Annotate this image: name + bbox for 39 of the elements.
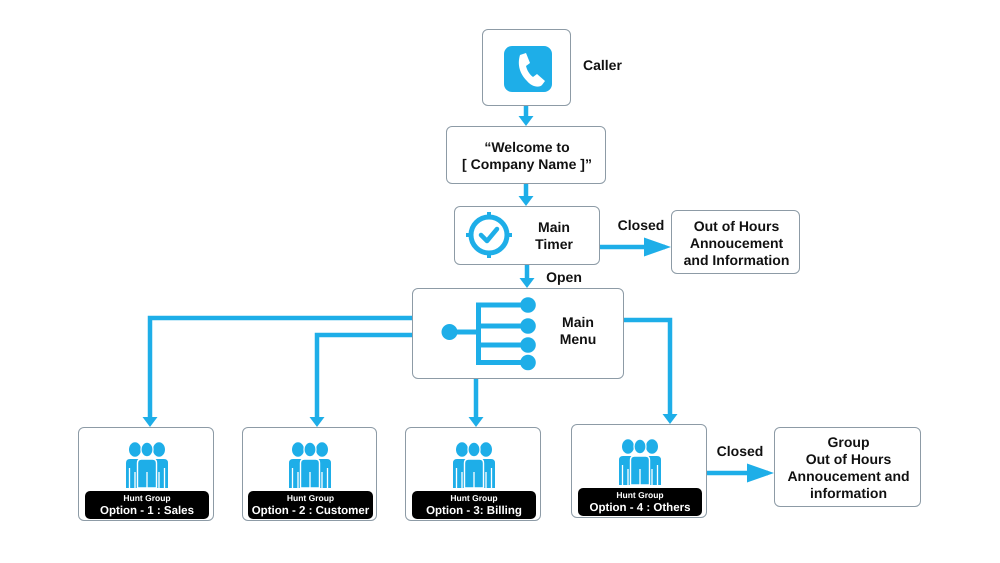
option-box (78, 427, 214, 521)
arrow (624, 318, 678, 424)
arrow (310, 332, 412, 427)
option-label: Option - 4 : Others (590, 500, 690, 514)
arrow (518, 184, 534, 206)
edge-label: Closed (714, 443, 766, 459)
arrow (142, 316, 412, 427)
group-title: Hunt Group (616, 490, 664, 500)
box-text: Main Menu (560, 314, 596, 348)
option-label: Option - 1 : Sales (100, 504, 194, 518)
box-text: Out of Hours Annoucement and Information (684, 218, 790, 268)
group-title: Hunt Group (286, 492, 334, 504)
option-label: Option - 2 : Customer (252, 504, 370, 518)
arrow (468, 379, 484, 427)
arrow (600, 238, 671, 256)
label-bar (248, 491, 373, 519)
process-box (454, 206, 600, 265)
process-box (774, 427, 921, 507)
edge-label: Closed (616, 217, 666, 233)
label-bar (85, 491, 209, 519)
process-box (412, 288, 624, 379)
group-title: Hunt Group (450, 492, 498, 504)
node-label: Caller (583, 56, 622, 74)
box-text: Group Out of Hours Annoucement and information (787, 434, 910, 502)
label-bar (578, 488, 702, 516)
option-label: Option - 3: Billing (426, 504, 522, 518)
box-text: Main Timer (535, 218, 573, 252)
edge-label: Open (544, 269, 584, 285)
arrow (520, 265, 534, 288)
arrow (707, 464, 774, 482)
option-box (405, 427, 541, 521)
option-box (571, 424, 707, 518)
box-text: “Welcome to [ Company Name ]” (462, 139, 592, 173)
group-title: Hunt Group (123, 492, 171, 504)
process-box (671, 210, 800, 274)
label-bar (412, 491, 536, 519)
arrow (518, 106, 534, 126)
option-box (242, 427, 377, 521)
process-box (446, 126, 606, 184)
